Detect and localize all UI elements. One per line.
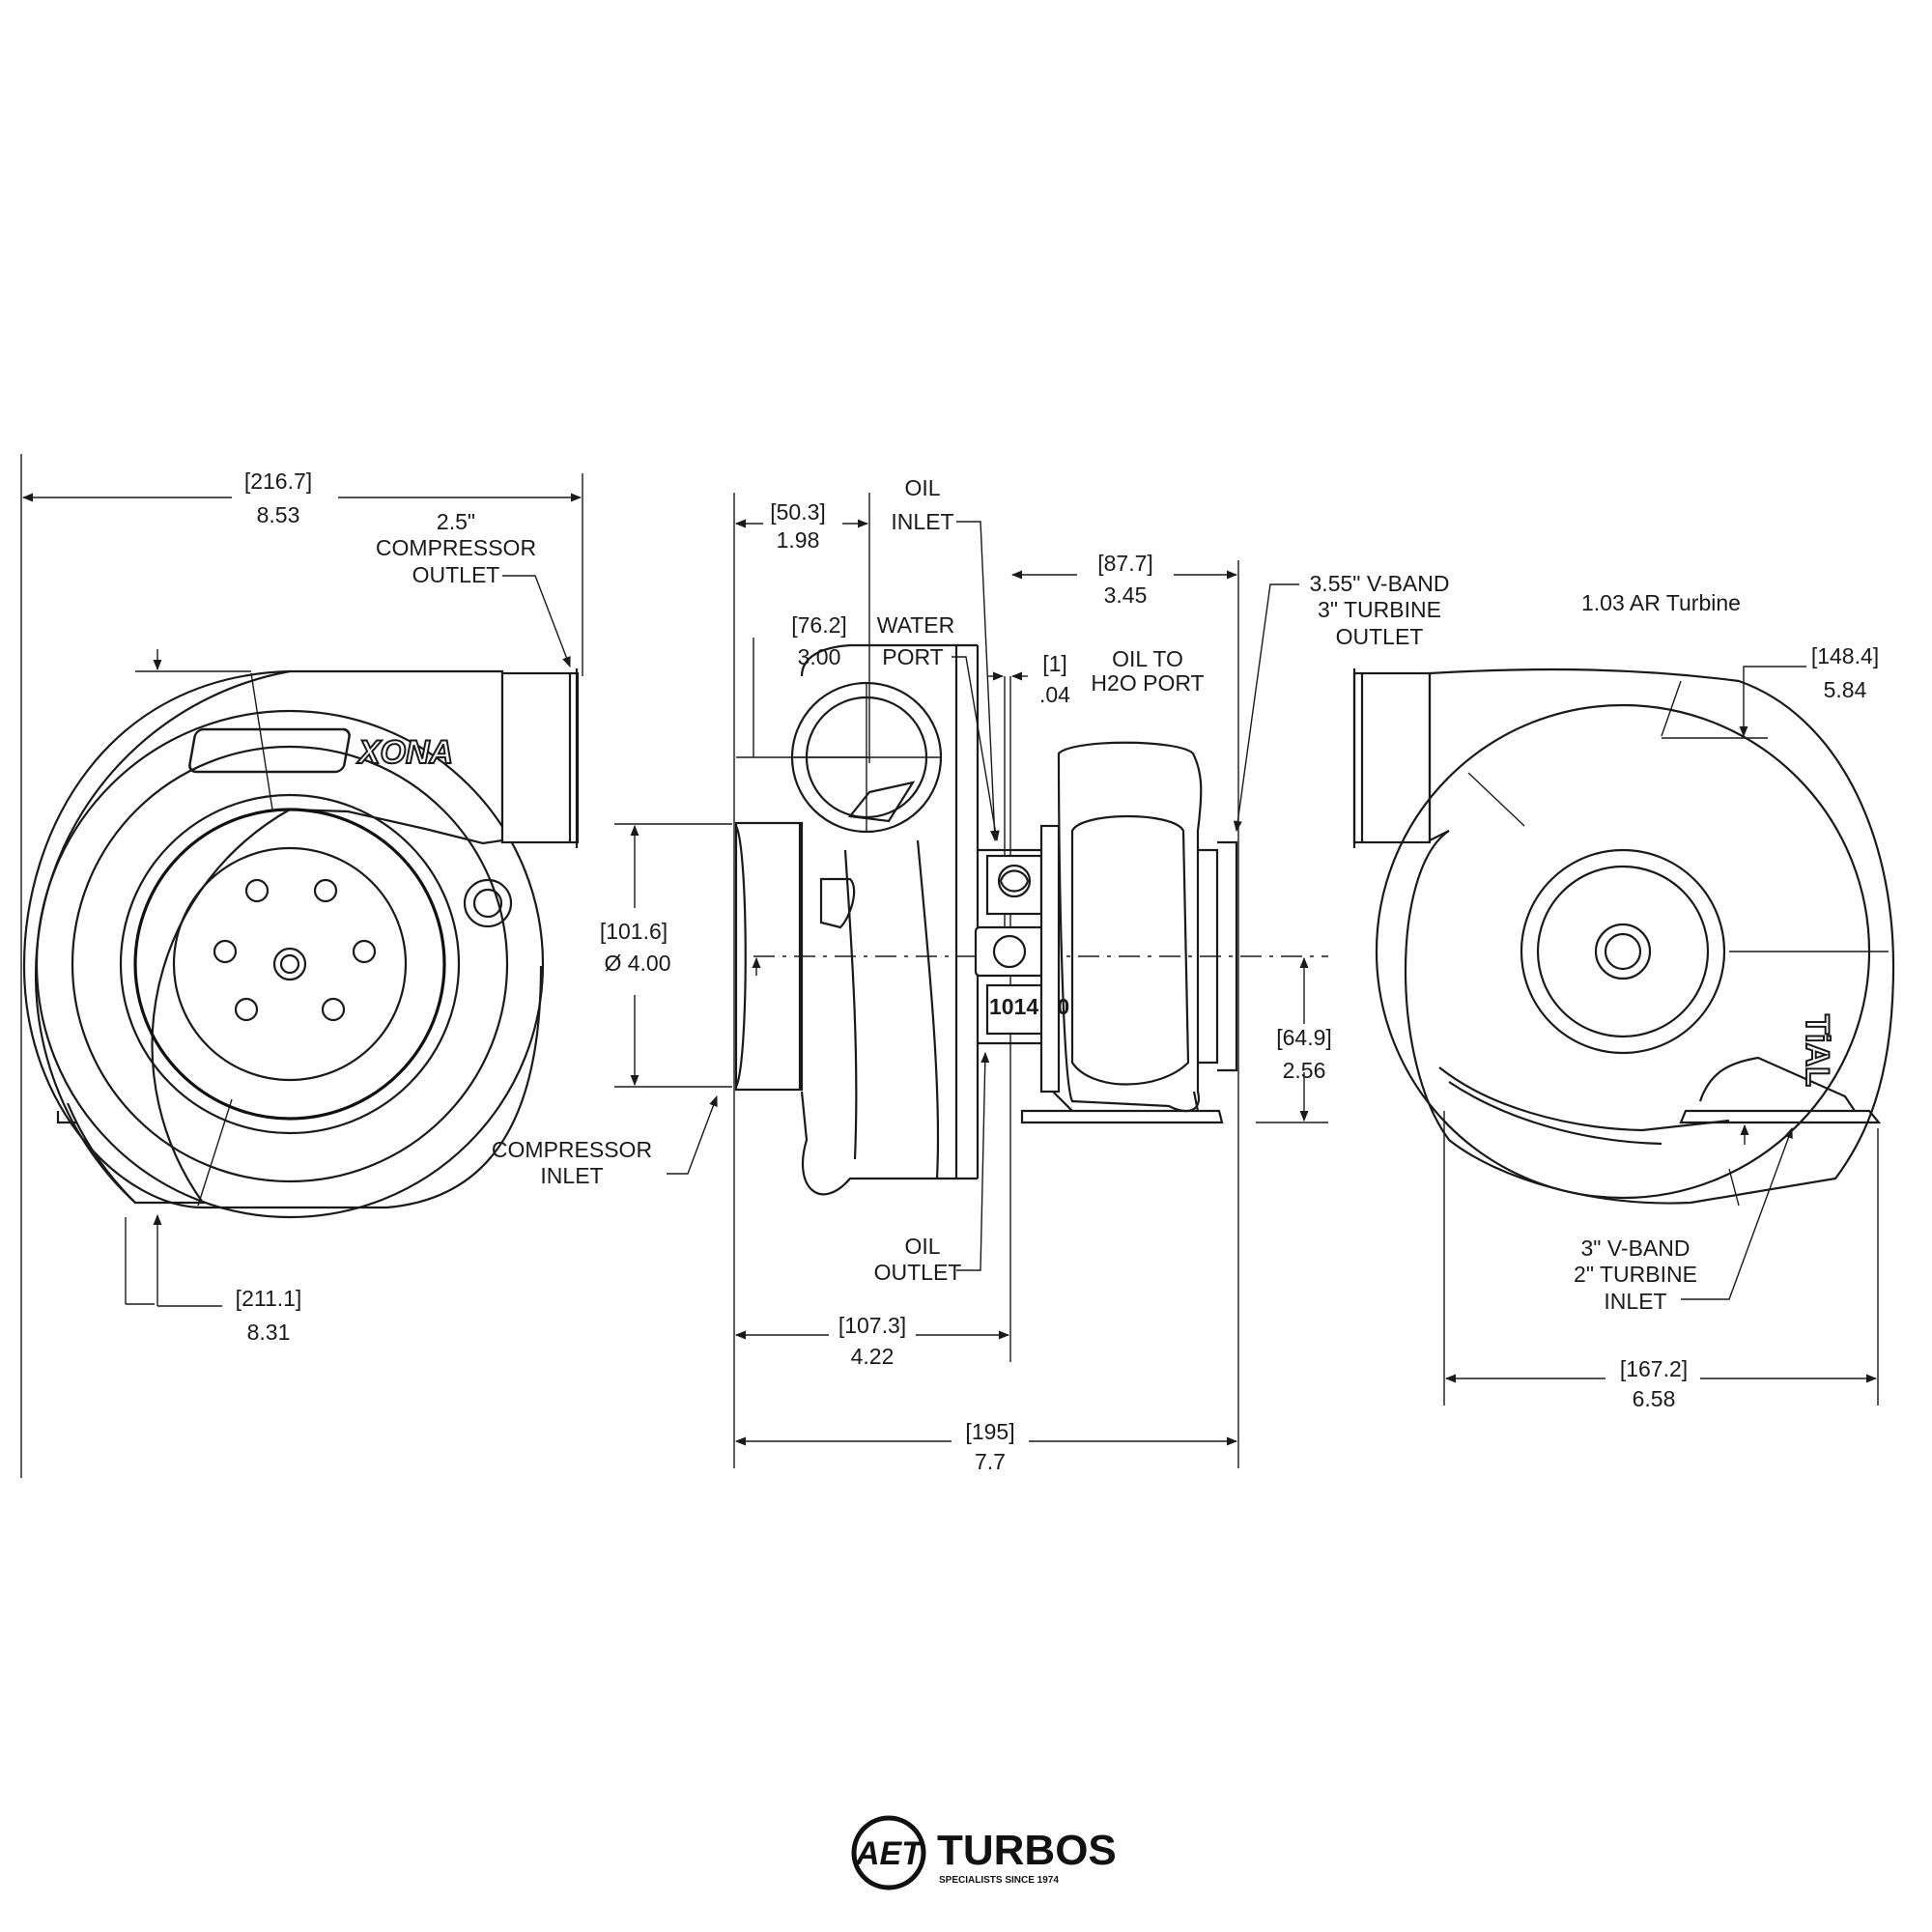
turbine-width-mm: [167.2] bbox=[1620, 1356, 1688, 1381]
compressor-outlet-label-2: COMPRESSOR bbox=[376, 535, 536, 560]
tial-logo: TiAL bbox=[1799, 1014, 1835, 1087]
turbine-outlet-label-2: 3" TURBINE bbox=[1318, 597, 1441, 622]
oil-outlet-label-2: OUTLET bbox=[874, 1260, 962, 1285]
logo-mark: AET bbox=[855, 1835, 924, 1872]
turbine-inlet-label-1: 3" V-BAND bbox=[1581, 1236, 1690, 1261]
turbine-offset-in: 3.45 bbox=[1104, 582, 1148, 608]
turbine-offset-mm: [87.7] bbox=[1097, 551, 1153, 576]
xona-logo: XONA bbox=[188, 727, 454, 774]
center-length-in: 4.22 bbox=[851, 1344, 895, 1369]
compressor-outlet-label-1: 2.5" bbox=[437, 509, 475, 534]
turbine-side-view: 1.03 AR Turbine [148.4] 5.84 TiAL 3" V-B… bbox=[1352, 590, 1895, 1411]
water-port-label-1: WATER bbox=[877, 612, 955, 638]
oil-h2o-in: .04 bbox=[1039, 682, 1070, 707]
inlet-diameter-mm: [101.6] bbox=[600, 919, 668, 944]
side-view: [50.3] 1.98 OIL INLET [76.2] 3.00 WATER … bbox=[492, 475, 1450, 1474]
inlet-offset-mm: [50.3] bbox=[770, 499, 826, 525]
logo-name: TURBOS bbox=[937, 1827, 1117, 1874]
turbine-width-in: 6.58 bbox=[1633, 1386, 1676, 1411]
compressor-side-view: [216.7] 8.53 2.5" COMPRESSOR OUTLET bbox=[20, 454, 583, 1478]
oil-inlet-label-1: OIL bbox=[904, 475, 940, 500]
turbine-height-offset-mm: [148.4] bbox=[1811, 643, 1879, 668]
ar-label: 1.03 AR Turbine bbox=[1581, 590, 1741, 615]
compressor-inlet-label-2: INLET bbox=[540, 1163, 603, 1188]
compressor-height-mm: [211.1] bbox=[236, 1286, 302, 1311]
turbine-inlet-label-3: INLET bbox=[1604, 1289, 1666, 1314]
svg-text:XONA: XONA bbox=[356, 734, 453, 771]
turbine-inlet-height-in: 2.56 bbox=[1283, 1058, 1326, 1083]
water-port-label-2: PORT bbox=[882, 644, 943, 669]
turbine-height-offset-in: 5.84 bbox=[1824, 677, 1867, 702]
oil-h2o-label-1: OIL TO bbox=[1112, 646, 1183, 671]
compressor-height-in: 8.31 bbox=[247, 1320, 291, 1345]
aet-turbos-logo: AET TURBOS SPECIALISTS SINCE 1974 bbox=[851, 1815, 1117, 1890]
center-length-mm: [107.3] bbox=[838, 1313, 906, 1338]
water-port-offset-mm: [76.2] bbox=[791, 612, 847, 638]
inlet-offset-in: 1.98 bbox=[777, 527, 820, 553]
compressor-width-in: 8.53 bbox=[257, 502, 300, 527]
compressor-outlet-label-3: OUTLET bbox=[412, 562, 500, 587]
overall-length-in: 7.7 bbox=[975, 1449, 1006, 1474]
inlet-diameter-in: Ø 4.00 bbox=[604, 951, 670, 976]
oil-h2o-mm: [1] bbox=[1042, 651, 1067, 676]
overall-length-mm: [195] bbox=[965, 1419, 1014, 1444]
turbine-inlet-label-2: 2" TURBINE bbox=[1574, 1262, 1697, 1287]
turbine-outlet-label-1: 3.55" V-BAND bbox=[1310, 571, 1450, 596]
turbine-outlet-label-3: OUTLET bbox=[1336, 624, 1424, 649]
compressor-width-mm: [216.7] bbox=[244, 469, 312, 494]
oil-h2o-label-2: H2O PORT bbox=[1091, 670, 1204, 696]
oil-inlet-label-2: INLET bbox=[891, 509, 953, 534]
turbine-inlet-height-mm: [64.9] bbox=[1276, 1025, 1332, 1050]
oil-outlet-label-1: OIL bbox=[904, 1234, 940, 1259]
compressor-inlet-label-1: COMPRESSOR bbox=[492, 1137, 652, 1162]
logo-tagline: SPECIALISTS SINCE 1974 bbox=[939, 1875, 1059, 1886]
